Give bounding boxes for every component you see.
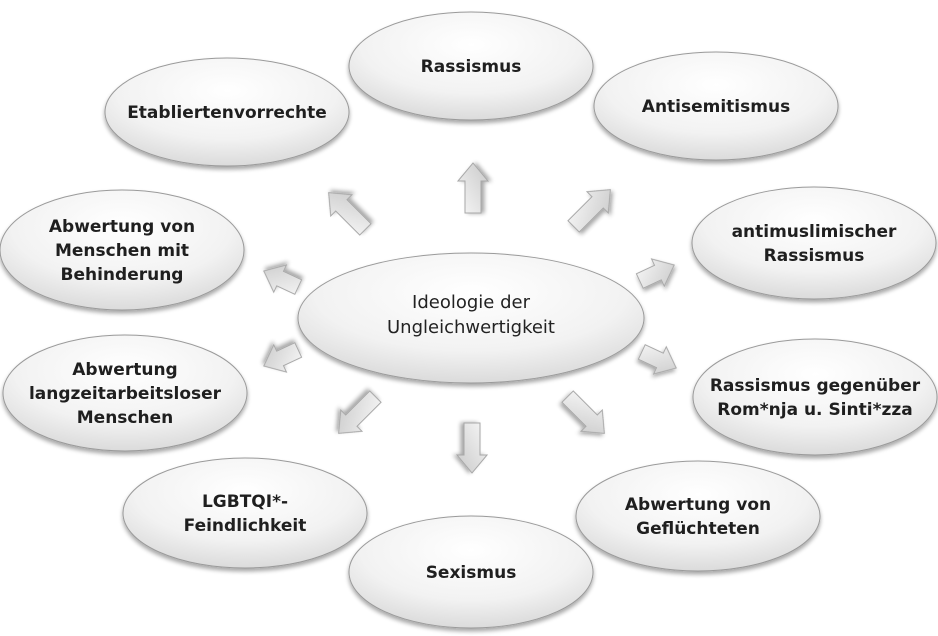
- node-label-etabliertenvorrechte-line-1: Etabliertenvorrechte: [127, 103, 327, 123]
- arrow-antimuslimischer-rassismus: [635, 258, 675, 289]
- node-rassismus: Rassismus: [348, 11, 594, 121]
- node-ellipse-abwertung-gefluechtete: [575, 460, 821, 572]
- node-label-antimuslimischer-rassismus-line-2: Rassismus: [764, 246, 865, 266]
- arrow-lgbtqi-feindlichkeit: [338, 390, 382, 434]
- nodes: RassismusAntisemitismusantimuslimischerR…: [0, 11, 938, 629]
- center-label-line-1: Ideologie der: [412, 292, 531, 313]
- node-label-rassismus-rom-sinti-line-2: Rom*nja u. Sinti*zza: [717, 400, 912, 420]
- node-label-abwertung-behinderung-line-2: Menschen mit: [55, 241, 189, 261]
- node-ellipse-rassismus-rom-sinti: [692, 338, 938, 456]
- node-label-rassismus-rom-sinti-line-1: Rassismus gegenüber: [710, 376, 921, 396]
- arrow-rassismus-rom-sinti: [637, 344, 677, 375]
- node-ellipse-antimuslimischer-rassismus: [691, 186, 937, 300]
- center-label-line-2: Ungleichwertigkeit: [387, 317, 555, 338]
- node-label-antimuslimischer-rassismus-line-1: antimuslimischer: [732, 222, 897, 242]
- node-etabliertenvorrechte: Etabliertenvorrechte: [104, 57, 350, 167]
- node-label-rassismus-line-1: Rassismus: [421, 57, 522, 77]
- node-label-abwertung-behinderung-line-1: Abwertung von: [49, 217, 195, 237]
- node-sexismus: Sexismus: [348, 515, 594, 629]
- node-label-lgbtqi-feindlichkeit-line-2: Feindlichkeit: [184, 516, 307, 536]
- node-lgbtqi-feindlichkeit: LGBTQI*- Feindlichkeit: [122, 457, 368, 569]
- node-label-abwertung-gefluechtete-line-2: Geflüchteten: [636, 519, 760, 539]
- arrow-antisemitismus: [567, 189, 611, 233]
- node-ellipse-abwertung-langzeitarbeitslose: [2, 334, 248, 452]
- node-ellipse-antisemitismus: [593, 51, 839, 161]
- node-label-antisemitismus-line-1: Antisemitismus: [642, 97, 790, 117]
- node-label-abwertung-langzeitarbeitslose-line-3: Menschen: [77, 408, 173, 428]
- arrow-abwertung-langzeitarbeitslose: [263, 342, 303, 373]
- node-ellipse-etabliertenvorrechte: [104, 57, 350, 167]
- arrow-etabliertenvorrechte: [328, 192, 372, 236]
- node-label-abwertung-langzeitarbeitslose-line-2: langzeitarbeitsloser: [29, 384, 222, 404]
- arrow-abwertung-gefluechtete: [561, 390, 605, 434]
- arrow-sexismus: [455, 422, 489, 474]
- node-label-lgbtqi-feindlichkeit-line-1: LGBTQI*-: [202, 492, 288, 512]
- arrow-rassismus: [456, 162, 490, 214]
- node-label-abwertung-behinderung-line-3: Behinderung: [61, 265, 184, 285]
- node-antisemitismus: Antisemitismus: [593, 51, 839, 161]
- center-ellipse: Ideologie der Ungleichwertigkeit: [297, 252, 645, 384]
- node-ellipse-abwertung-behinderung: [0, 189, 245, 311]
- node-label-sexismus-line-1: Sexismus: [426, 563, 517, 583]
- node-label-abwertung-langzeitarbeitslose-line-1: Abwertung: [72, 360, 177, 380]
- node-ellipse-sexismus: [348, 515, 594, 629]
- node-ellipse-rassismus: [348, 11, 594, 121]
- center-ellipse-shape: [297, 252, 645, 384]
- node-ellipse-lgbtqi-feindlichkeit: [122, 457, 368, 569]
- arrows: [263, 162, 677, 474]
- arrow-abwertung-behinderung: [263, 264, 303, 295]
- node-label-abwertung-gefluechtete-line-1: Abwertung von: [625, 495, 771, 515]
